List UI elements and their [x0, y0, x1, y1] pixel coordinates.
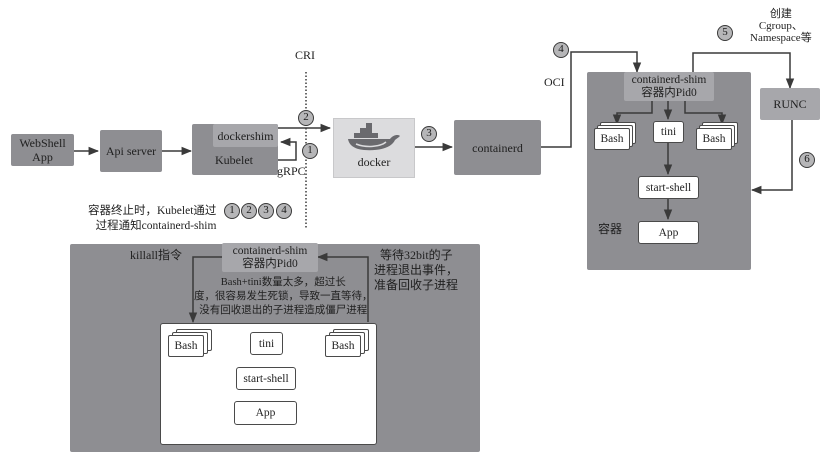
create-cgroup-note: 创建 Cgroup、 Namespace等 [750, 8, 812, 44]
bottom-shim-line2: 容器内Pid0 [242, 257, 298, 270]
note-step-3-badge: 3 [258, 203, 274, 219]
step-2-badge: 2 [298, 110, 314, 126]
container-shim-line2: 容器内Pid0 [641, 86, 697, 99]
bottom-shim-box: containerd-shim 容器内Pid0 [222, 243, 318, 272]
docker-whale-icon [348, 123, 400, 151]
container-app-box: App [638, 221, 699, 244]
runc-label: RUNC [773, 97, 807, 111]
step-3-badge: 3 [421, 126, 437, 142]
webshell-label-line2: App [32, 150, 53, 164]
cri-label: CRI [295, 48, 316, 62]
oci-label: OCI [544, 75, 565, 89]
arrow-shim-runc [692, 52, 795, 90]
arrow-grpc-loop [277, 137, 297, 161]
docker-box: docker [333, 118, 415, 178]
wait-note: 等待32bit的子 进程退出事件， 准备回收子进程 [374, 248, 458, 293]
bottom-tini-label: tini [258, 337, 275, 350]
bottom-shim-line1: containerd-shim [232, 244, 308, 257]
kubelet-note-line1: 容器终止时，Kubelet通过 [88, 205, 217, 217]
container-shim-line1: containerd-shim [631, 73, 707, 86]
arrow-shim-bash-right [684, 101, 727, 126]
deadlock-note-line3: 没有回收退出的子进程造成僵尸进程 [199, 305, 368, 316]
create-note-line1: 创建 [769, 8, 792, 20]
wait-note-line1: 等待32bit的子 [380, 248, 453, 262]
step-1-badge: 1 [302, 143, 318, 159]
kubelet-note-line2: 过程通知containerd-shim [95, 220, 217, 232]
api-server-box: Api server [100, 130, 162, 172]
bottom-bash-right: Bash [325, 335, 361, 357]
container-start-shell-box: start-shell [638, 176, 699, 199]
container-start-shell-label: start-shell [645, 181, 692, 194]
webshell-label-line1: WebShell [19, 136, 66, 150]
container-bash-left: Bash [594, 128, 630, 150]
step-5-badge: 5 [717, 25, 733, 41]
deadlock-note-line2: 度，很容易发生死锁，导致一直等待， [194, 291, 373, 302]
note-step-1-badge: 1 [224, 203, 240, 219]
container-shim-box: containerd-shim 容器内Pid0 [624, 72, 714, 101]
create-note-line3: Namespace等 [750, 32, 812, 44]
killall-title: killall指令 [130, 248, 182, 262]
container-app-label: App [658, 226, 679, 239]
deadlock-note: Bash+tini数量太多，超过长 度，很容易发生死锁，导致一直等待， 没有回收… [194, 276, 373, 318]
container-bash-right: Bash [696, 128, 732, 150]
note-step-4-badge: 4 [276, 203, 292, 219]
bottom-app-box: App [234, 401, 297, 425]
arrow-shim-bash-left [612, 101, 653, 126]
api-server-label: Api server [105, 144, 157, 158]
arrow-containerd-shim [541, 51, 642, 148]
arrow-bottom-shim-down [188, 256, 222, 324]
bottom-start-shell-label: start-shell [243, 372, 289, 385]
dockershim-box: dockershim [213, 124, 278, 147]
dockershim-label: dockershim [217, 128, 274, 143]
containerd-box: containerd [454, 120, 541, 175]
arrow-bottom-back-to-shim [316, 252, 369, 322]
grpc-label: gRPC [277, 164, 306, 178]
bottom-tini-box: tini [250, 332, 283, 355]
container-tini-box: tini [653, 121, 684, 143]
container-tini-label: tini [660, 126, 677, 138]
wait-note-line2: 进程退出事件， [374, 263, 459, 277]
bottom-app-label: App [255, 407, 276, 419]
kubelet-notify-note: 容器终止时，Kubelet通过 过程通知containerd-shim [88, 204, 216, 234]
bottom-start-shell-box: start-shell [236, 367, 296, 390]
containerd-label: containerd [472, 140, 523, 155]
step-4-badge: 4 [553, 42, 569, 58]
bottom-bash-left: Bash [168, 335, 204, 357]
arrow-runc-container [750, 120, 793, 195]
note-step-2-badge: 2 [241, 203, 257, 219]
webshell-app-box: WebShell App [11, 134, 74, 166]
wait-note-line3: 准备回收子进程 [374, 278, 459, 292]
container-label: 容器 [598, 222, 623, 236]
kubelet-label: Kubelet [215, 153, 253, 167]
docker-label: docker [357, 155, 391, 169]
deadlock-note-line1: Bash+tini数量太多，超过长 [220, 277, 346, 288]
step-6-badge: 6 [799, 152, 815, 168]
runc-box: RUNC [760, 88, 820, 120]
create-note-line2: Cgroup、 [758, 20, 803, 32]
